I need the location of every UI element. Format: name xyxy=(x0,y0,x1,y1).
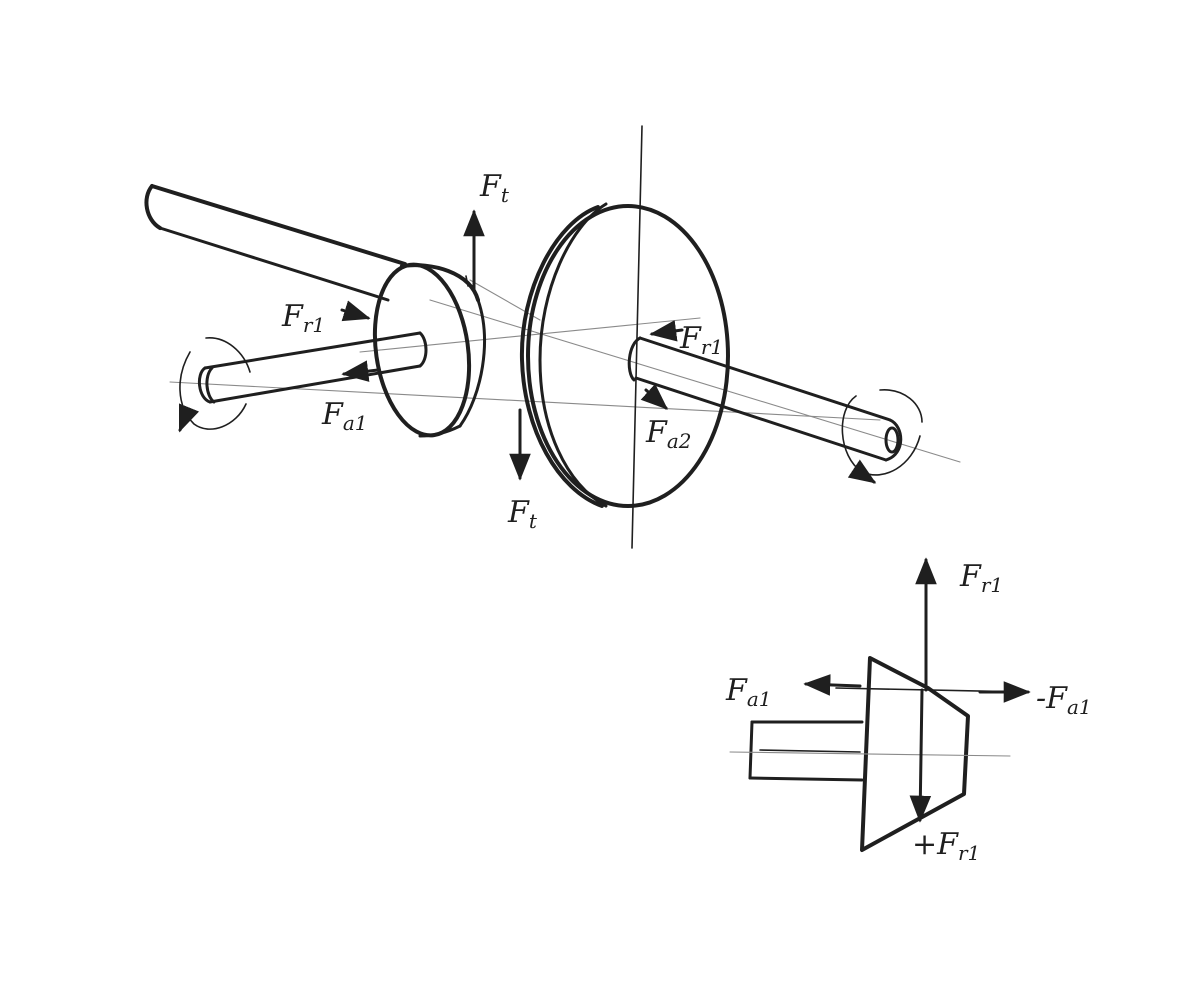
force-arrows xyxy=(340,209,684,481)
label-fa2: Fa2 xyxy=(645,415,691,453)
label-detail-fa1-right: -Fa1 xyxy=(1036,681,1092,719)
left-shaft xyxy=(178,331,428,433)
vertical-axis xyxy=(631,125,643,549)
label-detail-fa1-left: Fa1 xyxy=(725,673,771,711)
large-bevel-gear xyxy=(519,202,730,508)
label-ft-bottom: Ft xyxy=(507,495,538,533)
label-fr1-left: Fr1 xyxy=(281,299,325,337)
label-detail-fr1-top: Fr1 xyxy=(959,559,1003,597)
label-fr1-right: Fr1 xyxy=(679,321,723,359)
upper-shaft xyxy=(144,184,407,302)
label-fa1: Fa1 xyxy=(321,397,367,435)
small-bevel-gear xyxy=(372,262,486,438)
label-ft-top: Ft xyxy=(479,169,510,207)
label-detail-fr1-bottom: +Fr1 xyxy=(912,827,980,865)
right-shaft xyxy=(627,336,923,484)
detail-side-view xyxy=(729,557,1031,852)
